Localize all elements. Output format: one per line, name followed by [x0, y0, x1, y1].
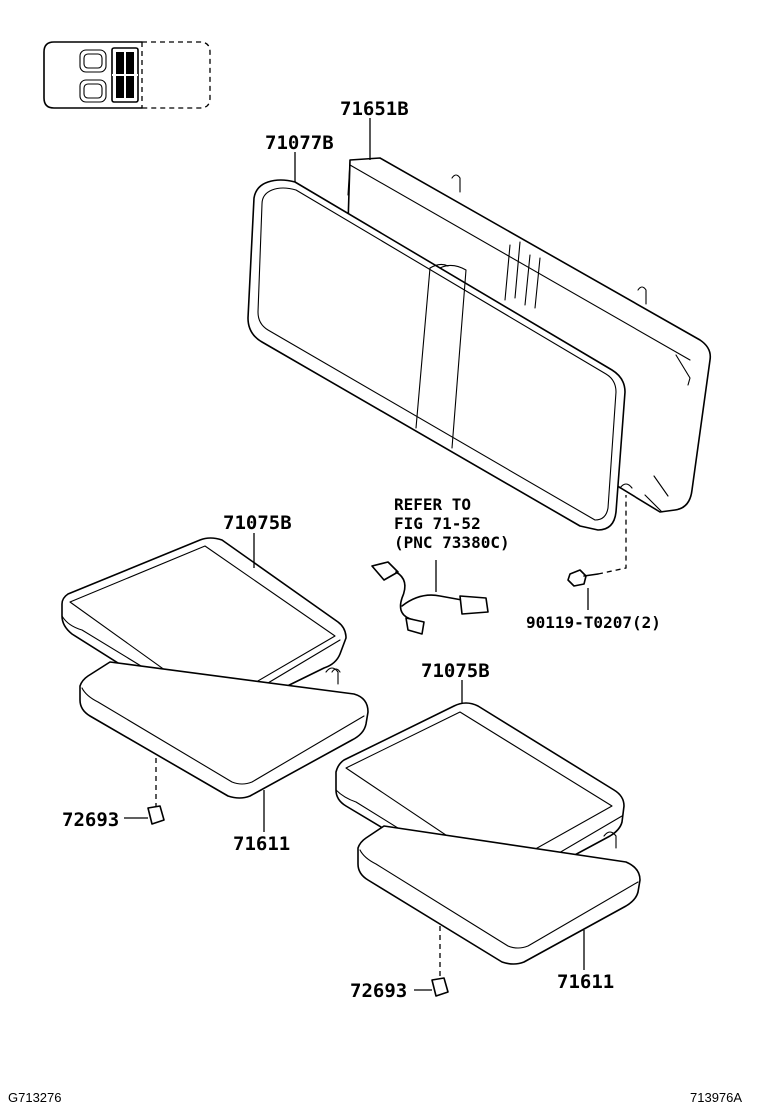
refer-line-2: FIG 71-52 — [394, 514, 481, 533]
label-71077b: 71077B — [265, 132, 334, 154]
clip-icon — [414, 926, 449, 997]
label-72693-right: 72693 — [350, 980, 407, 1002]
cushion-pad-left — [79, 661, 369, 799]
label-bolt: 90119-T0207(2) — [526, 613, 661, 632]
clip-icon — [124, 758, 165, 825]
footer-left-code: G713276 — [8, 1090, 62, 1105]
label-71611-right: 71611 — [557, 971, 614, 993]
refer-line-1: REFER TO — [394, 495, 471, 514]
label-71651b: 71651B — [340, 98, 409, 120]
cushion-pad-right — [357, 825, 641, 965]
refer-line-3: (PNC 73380C) — [394, 533, 510, 552]
vehicle-seat-locator-icon — [43, 41, 211, 109]
bolt-icon — [567, 483, 633, 610]
footer-right-code: 713976A — [690, 1090, 742, 1105]
label-71611-left: 71611 — [233, 833, 290, 855]
backrest-cover — [247, 179, 626, 531]
seat-belt-buckle-icon — [371, 560, 489, 635]
label-72693-left: 72693 — [62, 809, 119, 831]
label-71075b-right: 71075B — [421, 660, 490, 682]
label-71075b-left: 71075B — [223, 512, 292, 534]
